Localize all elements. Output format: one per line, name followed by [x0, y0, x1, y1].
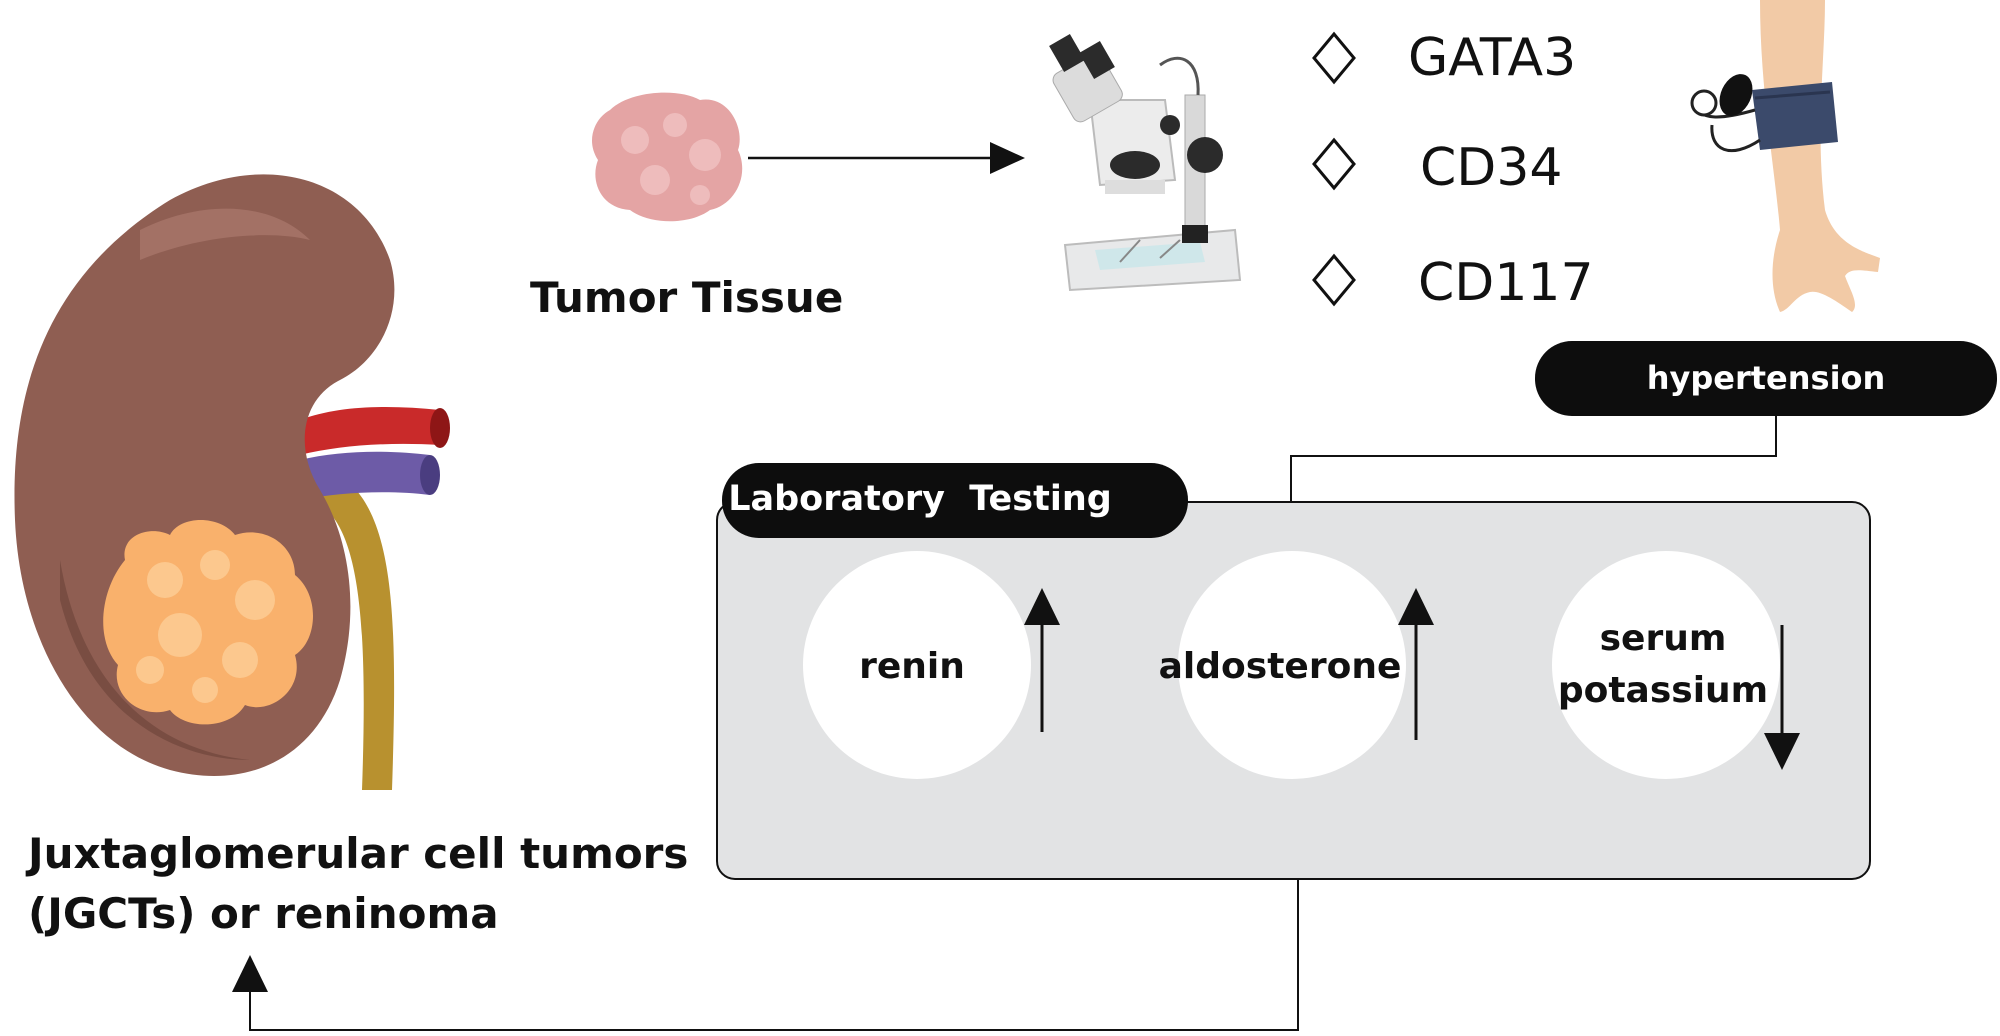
- ureter: [312, 470, 395, 790]
- lab-item-label: potassium: [1558, 670, 1768, 711]
- marker-label: GATA3: [1408, 28, 1576, 88]
- vein-opening: [420, 455, 440, 495]
- marker-label: CD117: [1418, 253, 1594, 313]
- lab-item-aldosterone: aldosterone: [1159, 551, 1434, 779]
- diamond-icon: [1312, 31, 1356, 85]
- kidney-illustration: [14, 174, 450, 790]
- tumor-label-line2: (JGCTs) or reninoma: [28, 889, 499, 938]
- tissue-arrowhead: [990, 142, 1025, 174]
- blood-pressure-arm-illustration: [1690, 0, 1880, 312]
- marker-item: CD117: [1312, 253, 1594, 313]
- lab-item-circle: [1552, 551, 1780, 779]
- lab-testing-title: Laboratory Testing: [728, 479, 1112, 519]
- kidney-tumor: [103, 520, 314, 725]
- lab-testing-pill: [722, 463, 1188, 538]
- marker-item: CD34: [1312, 137, 1563, 198]
- lab-item-label: serum: [1600, 618, 1727, 659]
- up-arrowhead: [1398, 588, 1434, 625]
- tumor-tissue-label: Tumor Tissue: [530, 273, 843, 322]
- marker-label: CD34: [1420, 138, 1563, 198]
- pump-bulb-icon: [1719, 74, 1753, 116]
- lab-item-label: renin: [859, 646, 965, 687]
- hypertension-pill: [1535, 341, 1997, 416]
- up-arrowhead: [1024, 588, 1060, 625]
- down-arrowhead: [1764, 733, 1800, 770]
- lab-item-serum-potassium: serum potassium: [1552, 551, 1800, 779]
- microscope-illustration: [1049, 34, 1242, 292]
- renal-vein: [300, 451, 430, 500]
- artery-opening: [430, 408, 450, 448]
- tumor-label-arrowhead: [232, 955, 268, 992]
- renal-artery: [300, 407, 440, 455]
- lab-item-label: aldosterone: [1159, 646, 1402, 687]
- diamond-icon: [1312, 137, 1356, 191]
- marker-list: GATA3 CD34 CD117: [1312, 28, 1594, 313]
- lab-item-renin: renin: [803, 551, 1060, 779]
- pressure-gauge-icon: [1690, 89, 1718, 117]
- diamond-icon: [1312, 253, 1356, 307]
- tumor-label-line1: Juxtaglomerular cell tumors: [25, 829, 688, 878]
- lab-item-circle: [803, 551, 1031, 779]
- hypertension-connector: [1290, 416, 1777, 502]
- kidney-highlight: [140, 208, 310, 260]
- tumor-tissue-illustration: [591, 92, 743, 222]
- hypertension-label: hypertension: [1647, 359, 1886, 397]
- marker-item: GATA3: [1312, 28, 1576, 88]
- lab-item-circle: [1178, 551, 1406, 779]
- lab-to-tumor-connector: [249, 879, 1299, 1031]
